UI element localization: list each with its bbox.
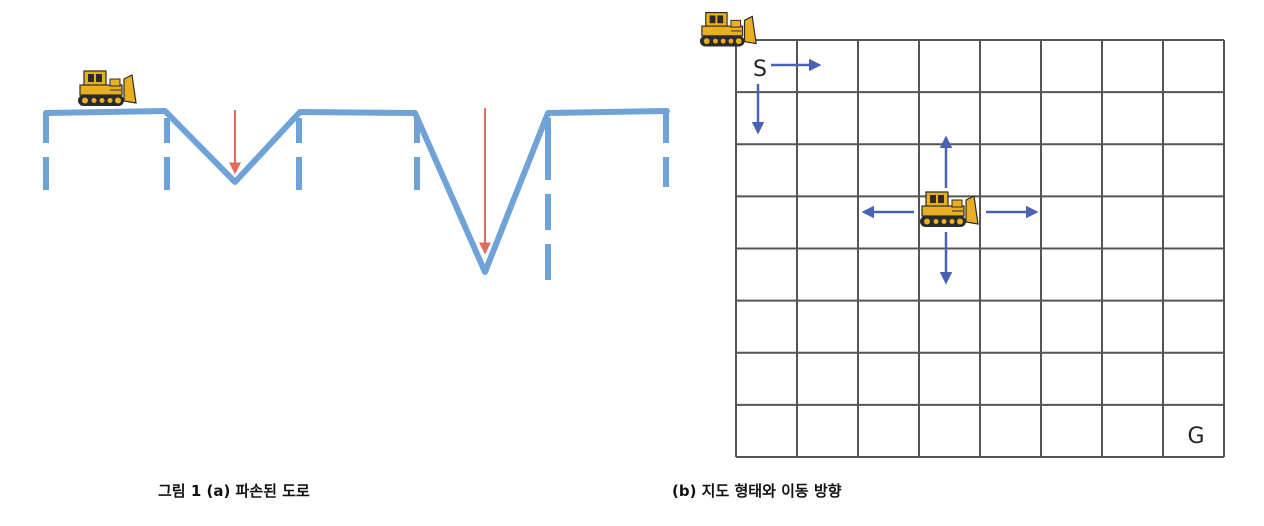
caption-map-and-directions: (b) 지도 형태와 이동 방향 (672, 482, 842, 500)
bulldozer-icon (77, 70, 137, 107)
bulldozer-icon (699, 11, 757, 48)
grid-map-diagram: S G (699, 11, 1225, 458)
goal-label: G (1187, 424, 1204, 449)
road-dashed-supports (43, 113, 669, 280)
caption-damaged-road: 그림 1 (a) 파손된 도로 (158, 482, 310, 500)
road-line (43, 108, 670, 275)
grid-lines (735, 39, 1225, 458)
damaged-road-diagram (43, 70, 670, 280)
start-label: S (753, 57, 767, 82)
